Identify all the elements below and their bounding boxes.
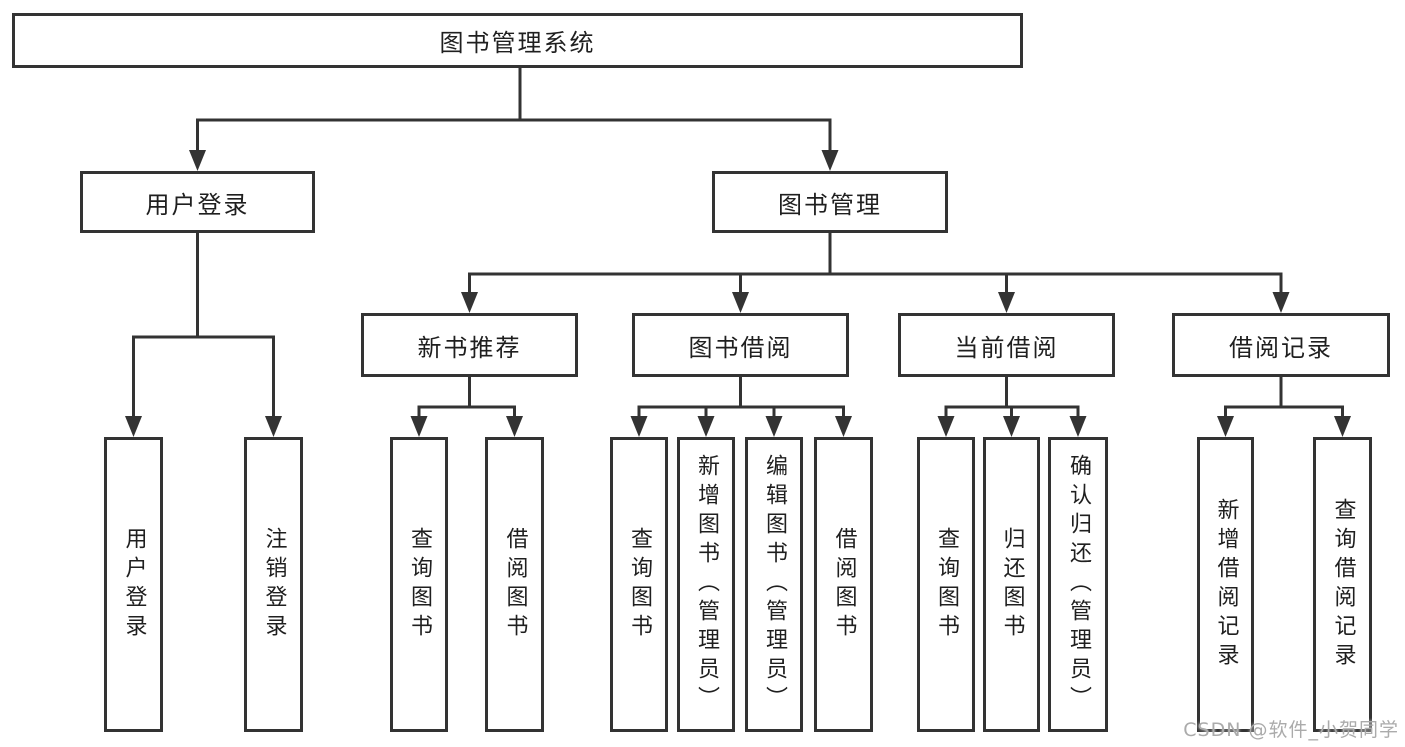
node-label: 图书借阅 xyxy=(688,333,793,362)
node-new-book-recommend: 新书推荐 xyxy=(361,313,578,377)
node-label: 用户登录 xyxy=(145,190,250,219)
node-label: 借阅记录 xyxy=(1229,333,1333,362)
node-library-system: 图书管理系统 xyxy=(12,13,1023,68)
node-borrow-records: 借阅记录 xyxy=(1172,313,1390,377)
arrowheads xyxy=(125,150,1351,437)
leaf-logout: 注销登录 xyxy=(244,437,303,732)
leaf-edit-books-admin: 编辑图书（管理员） xyxy=(745,437,803,732)
node-label: 图书管理 xyxy=(778,190,882,219)
node-label: 归还图书 xyxy=(999,526,1025,643)
node-label: 查询图书 xyxy=(934,526,959,643)
leaf-query-books-borrowing: 查询图书 xyxy=(610,437,668,732)
leaf-add-borrow-record: 新增借阅记录 xyxy=(1197,437,1254,732)
node-book-borrowing: 图书借阅 xyxy=(632,313,849,377)
node-label: 用户登录 xyxy=(121,526,147,643)
leaf-add-books-admin: 新增图书（管理员） xyxy=(677,437,735,732)
node-label: 查询借阅记录 xyxy=(1330,497,1356,672)
node-book-management: 图书管理 xyxy=(712,171,948,233)
node-current-borrowing: 当前借阅 xyxy=(898,313,1115,377)
node-label: 借阅图书 xyxy=(502,526,528,643)
node-label: 借阅图书 xyxy=(831,526,857,643)
node-label: 新书推荐 xyxy=(417,333,522,362)
node-label: 新增图书（管理员） xyxy=(694,454,719,715)
leaf-query-books-current: 查询图书 xyxy=(917,437,975,732)
node-label: 新增借阅记录 xyxy=(1213,497,1239,672)
csdn-watermark: CSDN @软件_小贺同学 xyxy=(1183,719,1399,741)
leaf-confirm-return-admin: 确认归还（管理员） xyxy=(1048,437,1108,732)
node-user-login: 用户登录 xyxy=(80,171,315,233)
node-label: 注销登录 xyxy=(261,526,287,643)
leaf-borrow-books-recommend: 借阅图书 xyxy=(485,437,544,732)
node-label: 查询图书 xyxy=(407,526,432,643)
leaf-user-login: 用户登录 xyxy=(104,437,163,732)
node-label: 编辑图书（管理员） xyxy=(762,454,787,715)
leaf-return-books: 归还图书 xyxy=(983,437,1040,732)
node-label: 当前借阅 xyxy=(954,333,1059,362)
node-label: 查询图书 xyxy=(627,526,652,643)
node-label: 图书管理系统 xyxy=(439,29,596,57)
leaf-query-borrow-record: 查询借阅记录 xyxy=(1313,437,1372,732)
leaf-borrow-books: 借阅图书 xyxy=(814,437,873,732)
node-label: 确认归还（管理员） xyxy=(1066,454,1091,715)
leaf-query-books-recommend: 查询图书 xyxy=(390,437,448,732)
